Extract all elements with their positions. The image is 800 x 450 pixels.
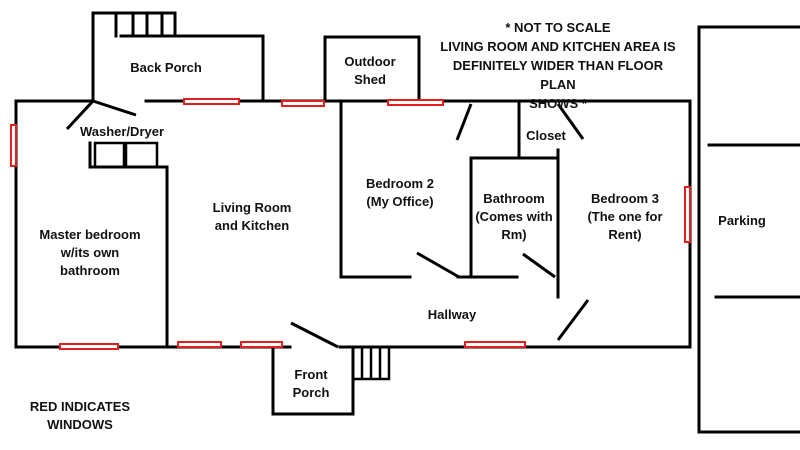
bathroom-closet-walls bbox=[455, 99, 585, 299]
label-back-porch: Back Porch bbox=[130, 60, 202, 75]
label-bedroom3: Bedroom 3 (The one for Rent) bbox=[587, 191, 663, 242]
label-bedroom2: Bedroom 2 (My Office) bbox=[366, 176, 434, 209]
window bbox=[177, 341, 222, 348]
label-front-porch: Front Porch bbox=[292, 367, 330, 400]
front-porch bbox=[271, 321, 391, 416]
bedroom2-walls bbox=[339, 99, 519, 279]
bedroom3-door bbox=[556, 299, 590, 341]
window bbox=[281, 100, 325, 107]
back-porch-walls bbox=[91, 11, 265, 103]
windows bbox=[10, 98, 691, 350]
label-hallway: Hallway bbox=[427, 307, 477, 322]
label-living-kitchen: Living Room and Kitchen bbox=[212, 200, 292, 233]
label-master-bedroom: Master bedroom w/its own bathroom bbox=[39, 227, 141, 278]
outdoor-shed-walls bbox=[323, 35, 421, 103]
window bbox=[59, 343, 119, 350]
label-outdoor-shed: Outdoor Shed bbox=[344, 54, 396, 87]
windows-legend: RED INDICATES WINDOWS bbox=[29, 399, 131, 432]
not-to-scale-note: * NOT TO SCALE LIVING ROOM AND KITCHEN A… bbox=[440, 20, 676, 111]
window bbox=[10, 124, 17, 167]
label-closet: Closet bbox=[526, 128, 566, 143]
washer-dryer-units bbox=[88, 141, 169, 349]
label-bathroom: Bathroom (Comes with Rm) bbox=[475, 191, 553, 242]
window bbox=[183, 98, 240, 105]
window bbox=[240, 341, 283, 348]
window bbox=[387, 99, 444, 106]
window bbox=[464, 341, 526, 348]
parking-area bbox=[697, 25, 800, 434]
back-door bbox=[65, 99, 137, 131]
label-washer-dryer: Washer/Dryer bbox=[79, 124, 165, 139]
label-parking: Parking bbox=[718, 213, 766, 228]
window bbox=[684, 186, 691, 243]
